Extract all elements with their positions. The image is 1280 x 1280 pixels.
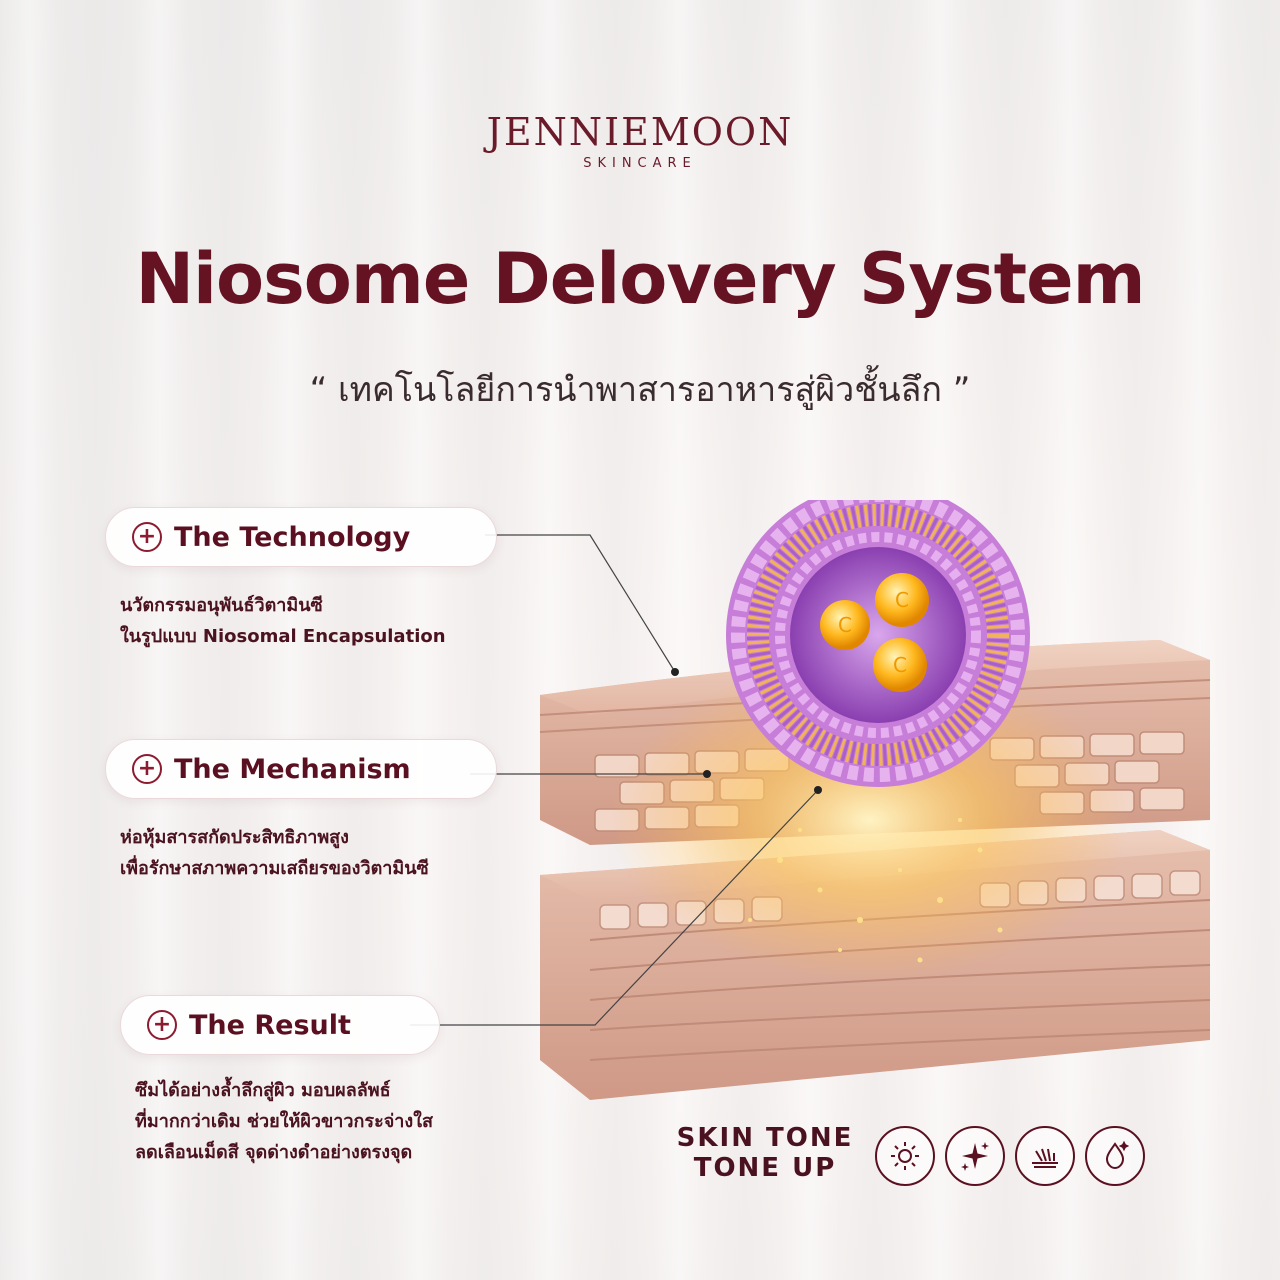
sun-icon	[875, 1126, 935, 1186]
desc-line: ในรูปแบบ Niosomal Encapsulation	[120, 626, 446, 647]
svg-text:C: C	[893, 653, 907, 677]
section-desc-mechanism: ห่อหุ้มสารสกัดประสิทธิภาพสูง เพื่อรักษาส…	[120, 822, 429, 884]
brand-logo: JENNIEMOON SKINCARE	[0, 110, 1280, 171]
section-pill-mechanism: + The Mechanism	[105, 739, 497, 799]
section-desc-technology: นวัตกรรมอนุพันธ์วิตามินซี ในรูปแบบ Nioso…	[120, 590, 446, 652]
brand-name: JENNIEMOON	[486, 110, 794, 154]
drop-icon	[1085, 1126, 1145, 1186]
desc-line: ที่มากกว่าเดิม ช่วยให้ผิวขาวกระจ่างใส	[135, 1111, 433, 1132]
tone-line2: TONE UP	[693, 1153, 837, 1183]
desc-line: ห่อหุ้มสารสกัดประสิทธิภาพสูง	[120, 827, 349, 848]
section-label: The Technology	[174, 521, 411, 553]
sparkle-icon	[945, 1126, 1005, 1186]
section-desc-result: ซึมได้อย่างล้ำลึกสู่ผิว มอบผลลัพธ์ ที่มา…	[135, 1075, 433, 1168]
brand-sub: SKINCARE	[583, 156, 697, 171]
page-title: Niosome Delovery System	[135, 238, 1145, 320]
plus-icon: +	[147, 1010, 177, 1040]
section-label: The Result	[189, 1009, 351, 1041]
spot-reduce-icon	[1015, 1126, 1075, 1186]
section-label: The Mechanism	[174, 753, 411, 785]
desc-line: ลดเลือนเม็ดสี จุดด่างดำอย่างตรงจุด	[135, 1142, 413, 1163]
benefit-icons	[875, 1126, 1145, 1186]
plus-icon: +	[132, 754, 162, 784]
tone-line1: SKIN TONE	[676, 1123, 854, 1153]
desc-line: เพื่อรักษาสภาพความเสถียรของวิตามินซี	[120, 858, 429, 879]
plus-icon: +	[132, 522, 162, 552]
skin-tone-label: SKIN TONE TONE UP	[670, 1123, 860, 1183]
desc-line: ซึมได้อย่างล้ำลึกสู่ผิว มอบผลลัพธ์	[135, 1080, 391, 1101]
section-pill-result: + The Result	[120, 995, 440, 1055]
page-subtitle: “ เทคโนโลยีการนำพาสารอาหารสู่ผิวชั้นลึก …	[309, 370, 971, 410]
svg-text:C: C	[838, 613, 852, 637]
desc-line: นวัตกรรมอนุพันธ์วิตามินซี	[120, 595, 323, 616]
niosome-skin-illustration: C C C	[539, 500, 1211, 1100]
svg-text:C: C	[895, 588, 909, 612]
section-pill-technology: + The Technology	[105, 507, 497, 567]
